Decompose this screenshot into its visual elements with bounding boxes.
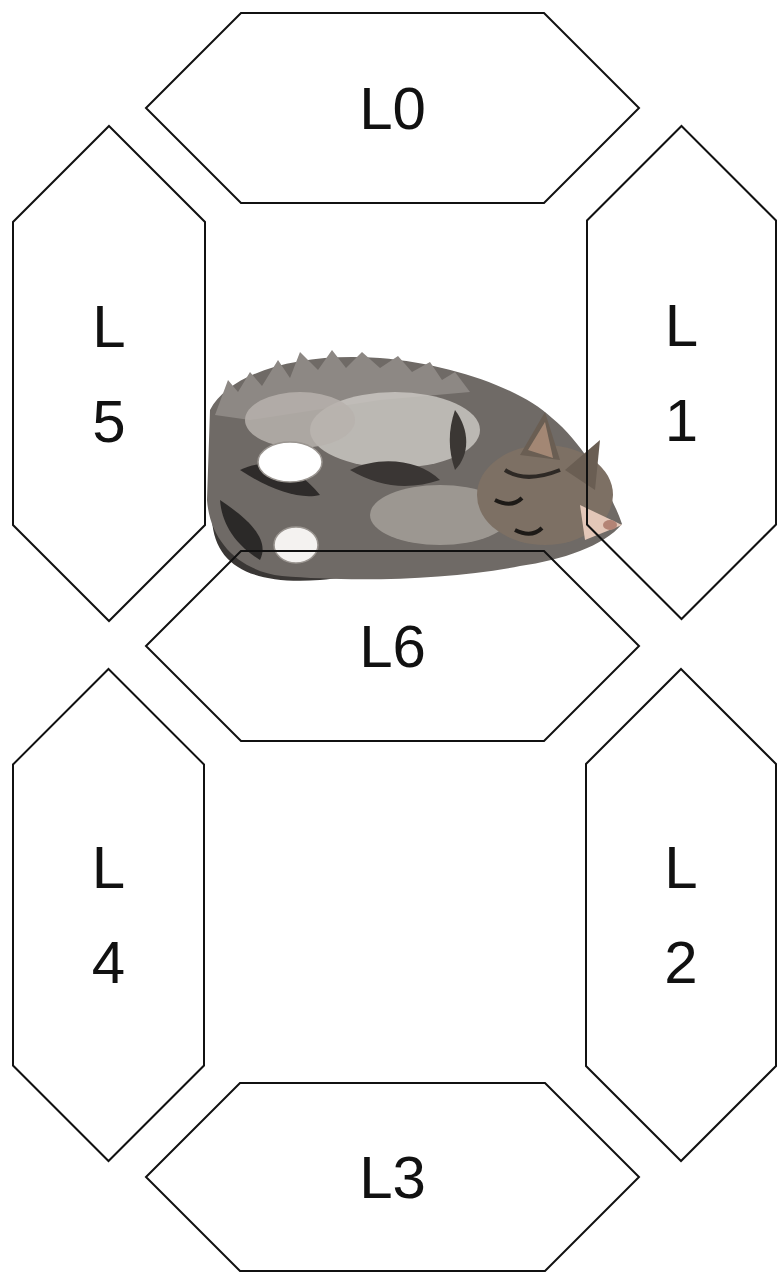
segment-hexagon	[146, 551, 639, 741]
segment-hexagon	[13, 669, 204, 1161]
segment-box: L 2	[585, 668, 777, 1162]
segment-hexagon	[586, 669, 776, 1161]
segment-label: L 1	[665, 278, 698, 468]
segment-hexagon	[146, 1083, 639, 1271]
segment-label: L 5	[92, 279, 125, 469]
segment-box: L 1	[586, 125, 777, 620]
segment-box: L 5	[12, 125, 206, 622]
segment-box: L3	[145, 1082, 640, 1272]
segment-hexagon	[146, 13, 639, 203]
segment-box: L 4	[12, 668, 205, 1162]
segment-label: L 2	[664, 820, 697, 1010]
segment-label: L 4	[92, 820, 125, 1010]
segment-outline	[12, 125, 206, 622]
segment-outline	[586, 125, 777, 620]
segment-box: L6	[145, 550, 640, 742]
segment-label: L6	[359, 599, 426, 694]
segment-label: L3	[359, 1130, 426, 1225]
cat-illustration	[207, 350, 622, 581]
segment-outline	[585, 668, 777, 1162]
segment-label: L0	[359, 61, 426, 156]
segment-outline	[12, 668, 205, 1162]
segment-hexagon	[587, 126, 776, 619]
segment-box: L0	[145, 12, 640, 204]
segment-hexagon	[13, 126, 205, 621]
